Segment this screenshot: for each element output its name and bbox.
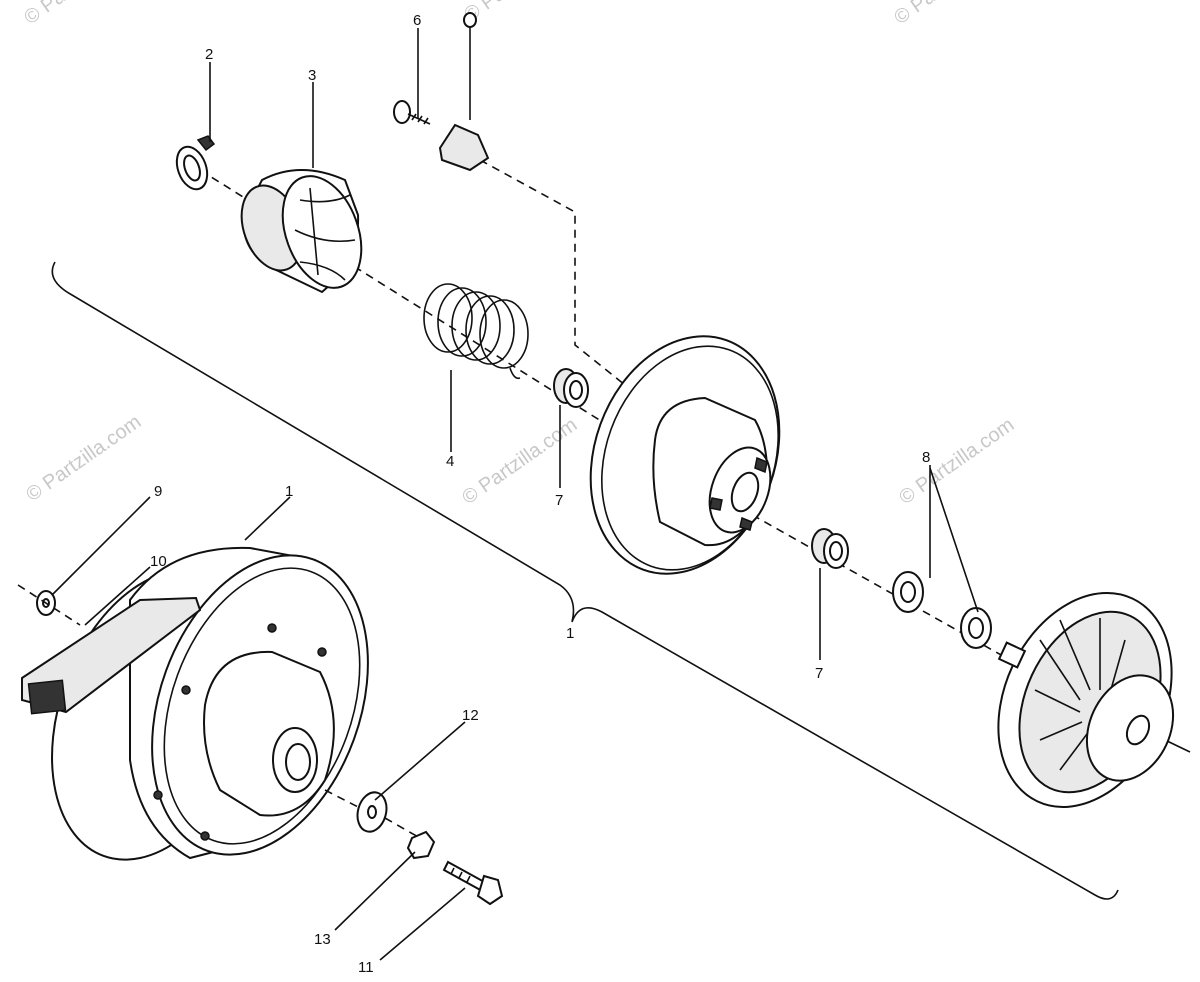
part-clip-2 [175, 135, 216, 191]
callout-1-bracket: 1 [566, 625, 574, 642]
callout-9: 9 [154, 483, 162, 500]
part-cam-3 [240, 169, 363, 294]
watermark-right: © Partzilla.com [895, 414, 1018, 509]
callout-labels: 2 3 6 4 7 7 8 9 10 1 1 12 13 11 [150, 12, 930, 976]
part-bolt-11 [442, 860, 504, 906]
callout-7-upper: 7 [555, 492, 563, 509]
callout-1-clutch: 1 [285, 483, 293, 500]
leader-lines [51, 28, 979, 961]
callout-8: 8 [922, 449, 930, 466]
part-washer-12 [356, 791, 388, 833]
part-sheave-right [997, 592, 1175, 808]
callout-13: 13 [314, 931, 331, 948]
watermarks: © Pa © Pa © Pa © Partzilla.com © Partzil… [20, 0, 1018, 509]
callout-12: 12 [462, 707, 479, 724]
guide-12-13 [324, 789, 421, 839]
callout-3: 3 [308, 67, 316, 84]
guide-9 [17, 584, 81, 626]
callout-11: 11 [358, 959, 374, 976]
callout-4: 4 [446, 453, 454, 470]
watermark-top-right: © Pa [890, 0, 940, 29]
callout-2: 2 [205, 46, 213, 63]
part-set-screw-6 [393, 12, 490, 172]
callout-10: 10 [150, 553, 167, 570]
callout-6: 6 [413, 12, 421, 29]
set-screw-guide [479, 159, 626, 386]
part-washer-8-b [960, 607, 992, 649]
part-washer-8-a [892, 571, 924, 613]
assembly-bracket [51, 261, 1119, 900]
part-spring-4 [423, 283, 529, 380]
part-bushing-7-upper [553, 368, 589, 408]
watermark-left: © Partzilla.com [22, 411, 145, 506]
part-bushing-7-lower [811, 528, 849, 569]
part-clutch-assembly-1 [21, 546, 369, 861]
callout-7-lower: 7 [815, 665, 823, 682]
watermark-top-left: © Pa [20, 0, 70, 29]
part-sheave-center [589, 335, 781, 575]
